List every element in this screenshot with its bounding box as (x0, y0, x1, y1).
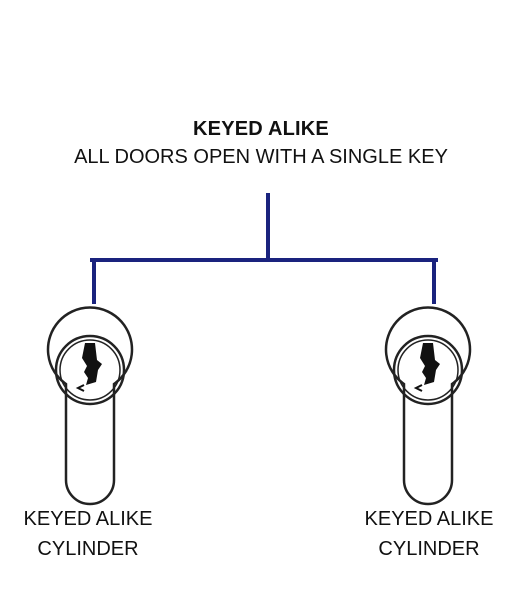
cylinder-label-line1: KEYED ALIKE (364, 508, 494, 530)
diagram-title: KEYED ALIKE (193, 118, 329, 140)
cylinder-label-line1: KEYED ALIKE (23, 508, 153, 530)
diagram-subtitle: ALL DOORS OPEN WITH A SINGLE KEY (74, 146, 448, 168)
cylinder-label-line2: CYLINDER (378, 538, 480, 560)
lock-cylinder-icon (384, 306, 472, 506)
cylinder-label-right: KEYED ALIKE CYLINDER (334, 504, 522, 564)
cylinder-label-line2: CYLINDER (37, 538, 139, 560)
connector-tree (90, 193, 438, 304)
lock-cylinder-icon (46, 306, 134, 506)
cylinder-label-left: KEYED ALIKE CYLINDER (0, 504, 183, 564)
